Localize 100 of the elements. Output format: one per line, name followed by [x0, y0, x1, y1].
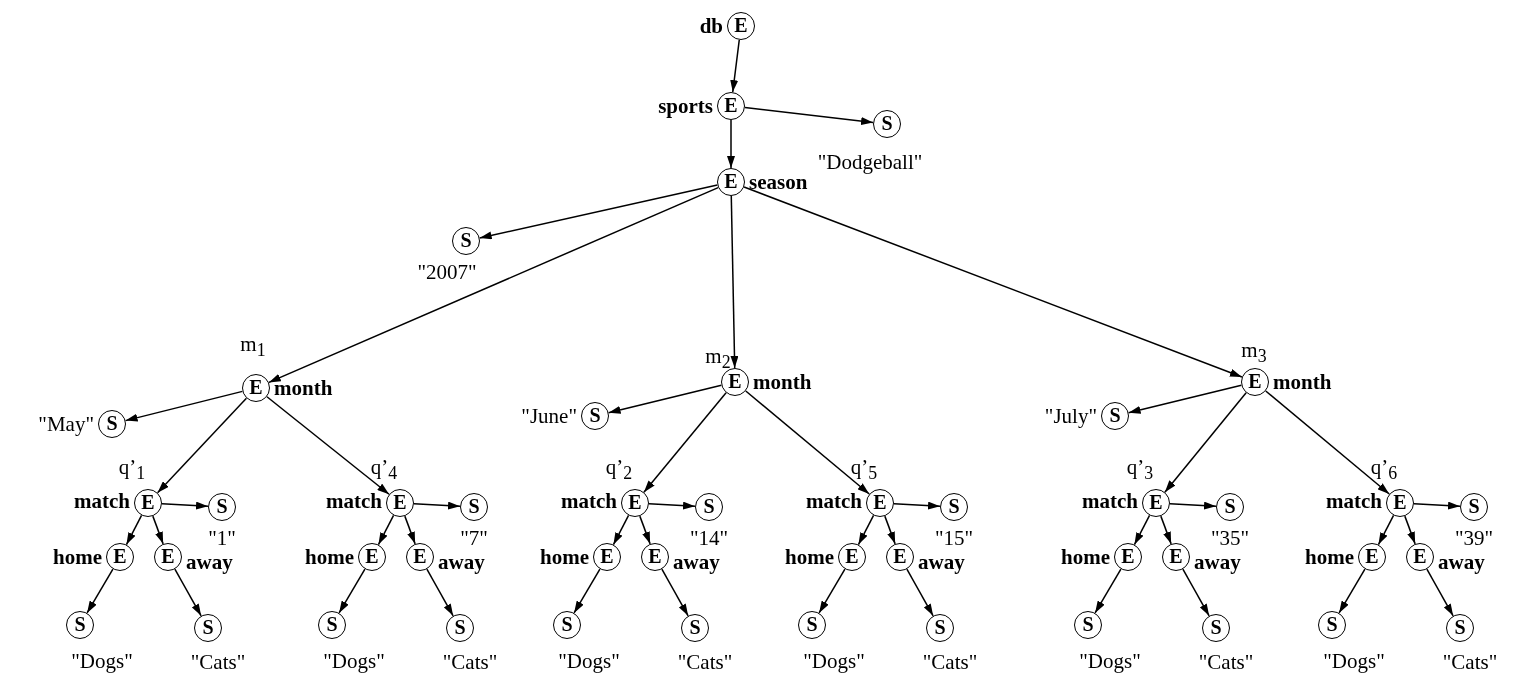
node-circle: S [581, 402, 609, 430]
element-label: away [1194, 551, 1241, 573]
value-label: "Dodgeball" [817, 151, 923, 173]
node-circle: E [641, 543, 669, 571]
node-circle: E [721, 368, 749, 396]
value-label: m$_{1}$ [240, 333, 266, 355]
arrow [404, 515, 416, 545]
node-circle: E [1358, 543, 1386, 571]
arrow [161, 501, 209, 510]
node-circle: S [1101, 402, 1129, 430]
value-label: "July" [1044, 405, 1097, 427]
element-label: match [326, 490, 382, 512]
arrow [413, 501, 461, 510]
element-label: home [1061, 546, 1110, 568]
element-label: match [74, 490, 130, 512]
arrow [607, 384, 723, 414]
arrow [612, 514, 630, 546]
arrow [1377, 514, 1395, 546]
arrow [906, 568, 934, 617]
node-circle: E [717, 92, 745, 120]
arrow [857, 514, 875, 546]
element-label: match [561, 490, 617, 512]
value-label: "Dogs" [1079, 650, 1141, 672]
node-circle: E [154, 543, 182, 571]
arrow [818, 568, 846, 614]
node-circle: S [940, 493, 968, 521]
arrow [743, 186, 1243, 378]
value-label: q’$_{5}$ [850, 456, 878, 478]
arrow [745, 390, 870, 495]
element-label: db [699, 15, 723, 37]
node-circle: S [318, 611, 346, 639]
node-circle: E [406, 543, 434, 571]
element-label: away [186, 551, 233, 573]
element-label: home [1305, 546, 1354, 568]
arrow [377, 514, 395, 546]
element-label: match [1326, 490, 1382, 512]
value-label: "2007" [417, 261, 477, 283]
arrow [268, 186, 719, 384]
node-circle: S [452, 227, 480, 255]
arrow [338, 568, 366, 614]
node-circle: S [695, 493, 723, 521]
arrow [1160, 515, 1172, 545]
arrow [744, 106, 874, 125]
arrow [661, 568, 689, 617]
element-label: match [806, 490, 862, 512]
arrow [1127, 384, 1243, 414]
value-label: "Cats" [677, 651, 733, 673]
element-label: home [785, 546, 834, 568]
arrow [643, 392, 727, 493]
value-label: "15" [934, 527, 974, 549]
node-circle: E [1162, 543, 1190, 571]
value-label: "7" [460, 527, 488, 549]
value-label: "Cats" [442, 651, 498, 673]
value-label: "Dogs" [1323, 650, 1385, 672]
value-label: "Cats" [1442, 651, 1498, 673]
element-label: match [1082, 490, 1138, 512]
value-label: q’$_{6}$ [1370, 456, 1398, 478]
node-circle: E [242, 374, 270, 402]
node-circle: E [1142, 489, 1170, 517]
arrow [648, 501, 696, 510]
arrow [893, 501, 941, 510]
node-circle: E [886, 543, 914, 571]
arrow [1404, 515, 1416, 545]
node-circle: E [621, 489, 649, 517]
element-label: home [305, 546, 354, 568]
node-circle: S [1074, 611, 1102, 639]
value-label: q’$_{3}$ [1126, 456, 1154, 478]
arrow [152, 515, 164, 545]
node-circle: S [1446, 614, 1474, 642]
arrow [1265, 390, 1390, 495]
value-label: q’$_{2}$ [605, 456, 633, 478]
arrow [266, 396, 390, 495]
node-circle: S [798, 611, 826, 639]
value-label: "Dogs" [71, 650, 133, 672]
node-circle: S [873, 110, 901, 138]
arrow [1169, 501, 1217, 510]
value-label: "Cats" [922, 651, 978, 673]
node-circle: E [593, 543, 621, 571]
node-circle: S [98, 410, 126, 438]
node-circle: E [1241, 368, 1269, 396]
arrow [730, 39, 740, 93]
element-label: home [540, 546, 589, 568]
node-circle: S [926, 614, 954, 642]
node-circle: E [1114, 543, 1142, 571]
value-label: "June" [521, 405, 577, 427]
value-label: "Cats" [190, 651, 246, 673]
element-label: home [53, 546, 102, 568]
value-label: "1" [208, 527, 236, 549]
element-label: month [1273, 371, 1332, 393]
arrow [86, 568, 114, 614]
value-label: "14" [689, 527, 729, 549]
arrow [478, 184, 719, 240]
element-label: sports [658, 95, 713, 117]
node-circle: S [460, 493, 488, 521]
arrow [1164, 392, 1247, 493]
node-circle: S [1202, 614, 1230, 642]
node-circle: E [358, 543, 386, 571]
arrow [1182, 568, 1210, 617]
node-circle: E [1386, 489, 1414, 517]
value-label: m$_{2}$ [705, 345, 731, 367]
